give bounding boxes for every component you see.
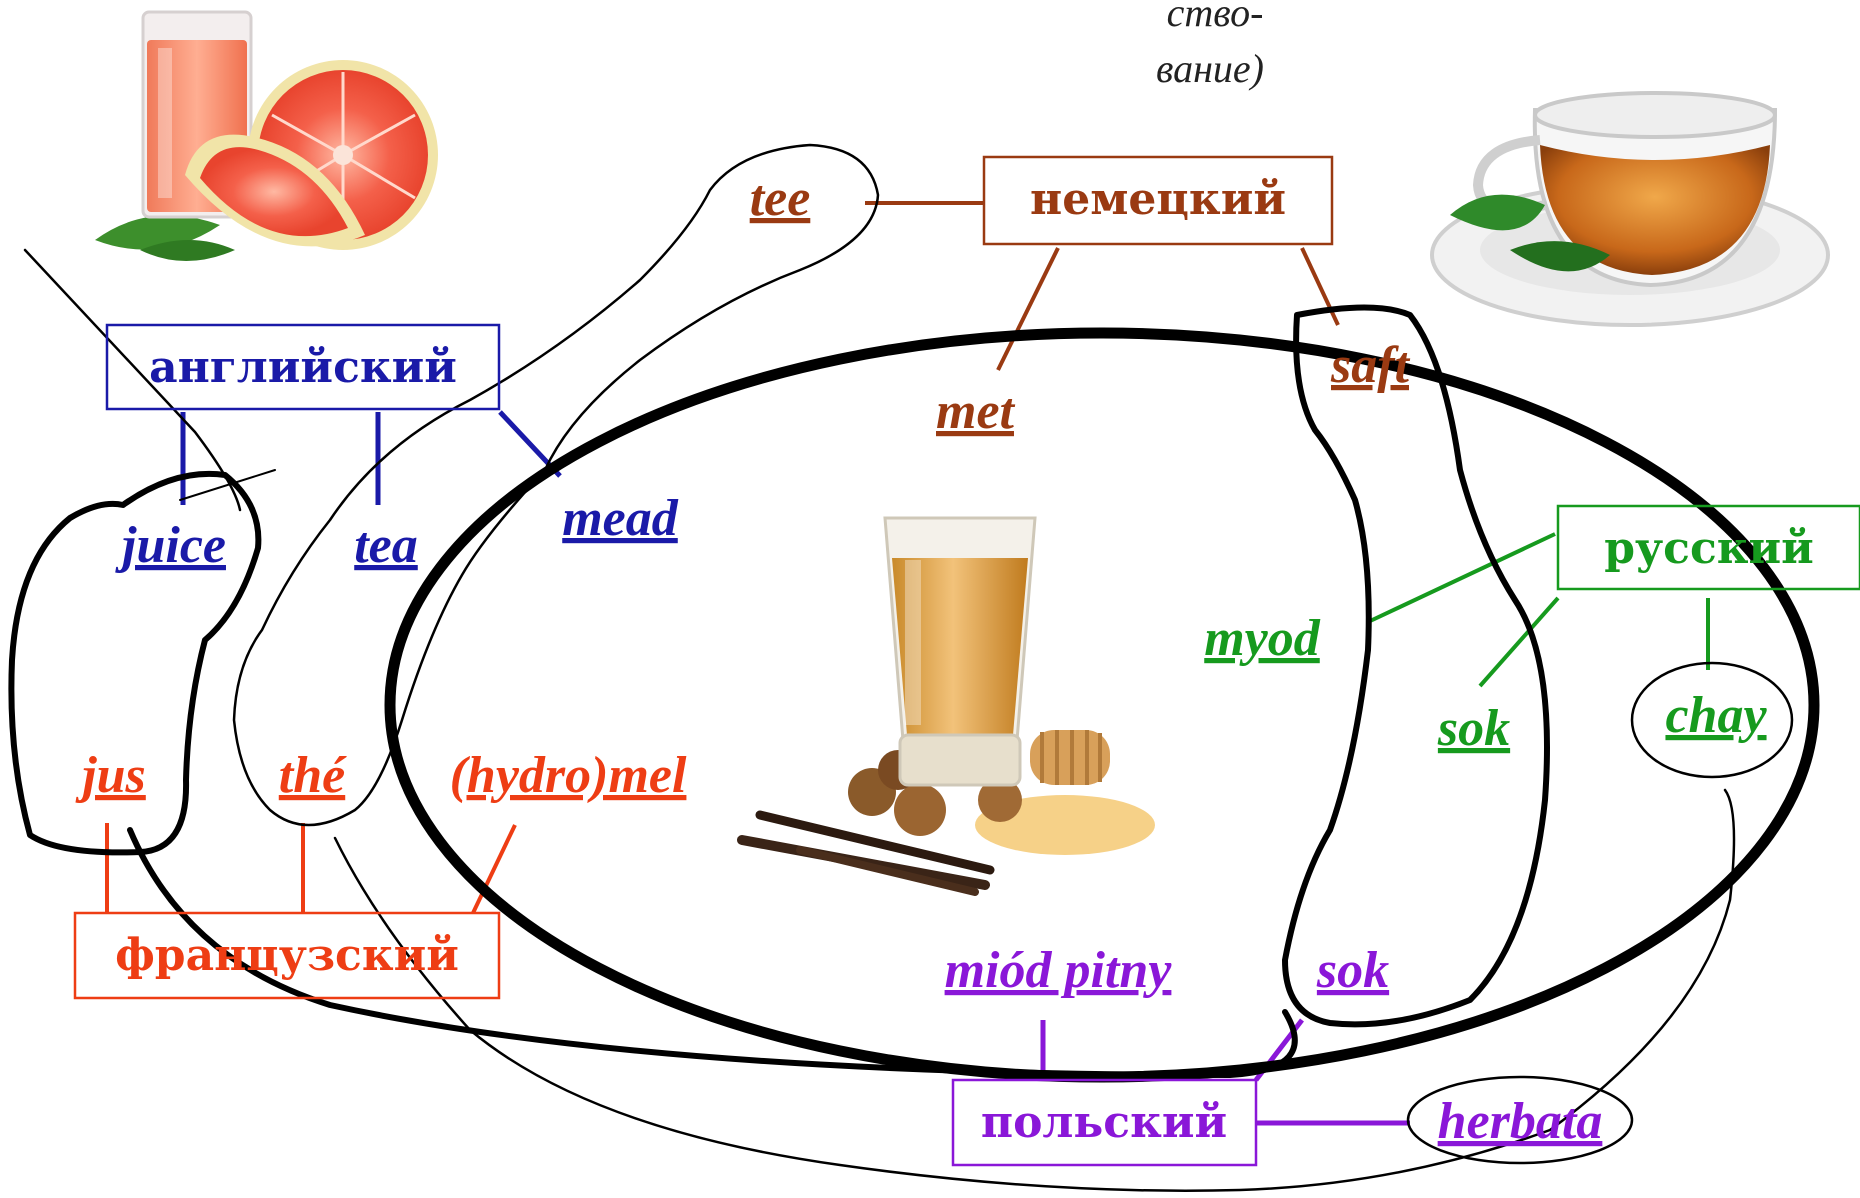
word-polish-tea: herbata bbox=[1438, 1093, 1603, 1150]
word-german-tea: tee bbox=[750, 170, 811, 227]
word-french-juice: jus bbox=[75, 747, 146, 804]
mead-glass-image bbox=[737, 516, 1155, 896]
chay-outline bbox=[1630, 661, 1794, 779]
word-english-juice: juice bbox=[115, 517, 226, 574]
language-french: французский bbox=[115, 930, 459, 981]
word-english-tea: tea bbox=[354, 517, 418, 574]
language-polish: польский bbox=[981, 1097, 1227, 1148]
word-polish-juice: sok bbox=[1316, 942, 1389, 999]
word-french-tea: thé bbox=[279, 747, 347, 804]
word-french-mead: (hydro)mel bbox=[450, 747, 687, 804]
german-box: немецкий bbox=[982, 155, 1334, 246]
language-russian: русский bbox=[1604, 523, 1814, 574]
tea-group-outline bbox=[232, 143, 1736, 1192]
juice-group-outline bbox=[8, 470, 1298, 1078]
word-german-juice: saft bbox=[1330, 337, 1411, 394]
word-russian-mead: myod bbox=[1204, 610, 1321, 667]
word-russian-juice: sok bbox=[1437, 700, 1510, 757]
tea-cup-image bbox=[1430, 91, 1830, 327]
english-box: английский bbox=[105, 323, 501, 411]
language-german: немецкий bbox=[1030, 174, 1286, 225]
word-german-mead: met bbox=[936, 383, 1016, 440]
french-connectors bbox=[105, 823, 517, 914]
word-polish-mead: miód pitny bbox=[945, 942, 1173, 999]
note-line-2: вание) bbox=[1156, 46, 1264, 91]
strike-line bbox=[23, 248, 242, 512]
russian-box: русский bbox=[1556, 504, 1860, 591]
polish-box: польский bbox=[951, 1078, 1258, 1167]
hand-drawn-outlines bbox=[8, 143, 1820, 1192]
language-english: английский bbox=[149, 342, 457, 393]
word-russian-tea: chay bbox=[1665, 687, 1767, 744]
word-english-mead: mead bbox=[562, 490, 679, 547]
grapefruit-juice-image bbox=[95, 10, 438, 261]
note-line-1: ство- bbox=[1167, 0, 1264, 35]
herbata-outline bbox=[1406, 1075, 1634, 1165]
french-box: французский bbox=[73, 911, 501, 1000]
russian-connectors bbox=[1367, 532, 1710, 688]
saft-sok-group-outline bbox=[1282, 304, 1550, 1028]
